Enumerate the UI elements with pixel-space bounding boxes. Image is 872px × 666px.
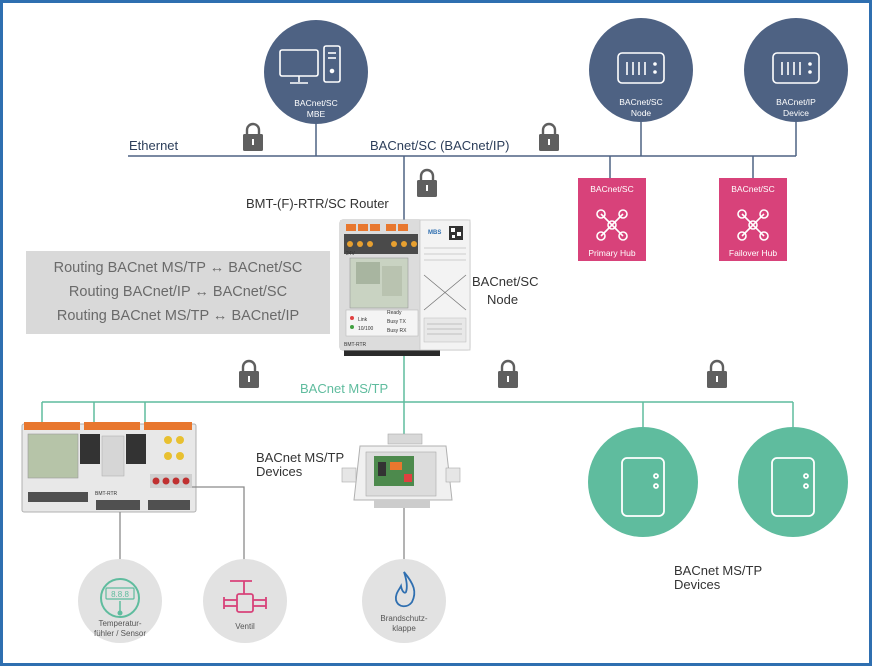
controller-device[interactable]: BMT-RTR [21, 422, 197, 513]
mstp-device-2[interactable] [738, 427, 848, 537]
mstp-devices-right-label-2: Devices [674, 577, 721, 592]
svg-text:Device: Device [783, 108, 809, 118]
svg-text:10/100: 10/100 [358, 326, 374, 332]
svg-text:Ventil: Ventil [235, 622, 255, 631]
mstp-label: BACnet MS/TP [300, 381, 388, 396]
mstp-devices-right-label-1: BACnet MS/TP [674, 563, 762, 578]
hub-failover[interactable]: BACnet/SC Failover Hub [719, 178, 787, 261]
sensor-valve[interactable]: Ventil [203, 559, 287, 643]
thermometer-icon: 8.8.8 [100, 578, 140, 618]
svg-text:BACnet/SC: BACnet/SC [590, 184, 633, 194]
lock-icon [498, 359, 518, 388]
damper-actuator-device[interactable] [341, 433, 461, 508]
ethernet-label: Ethernet [129, 138, 179, 153]
svg-text:8.8.8: 8.8.8 [111, 590, 129, 599]
bacnet-sc-ip-label: BACnet/SC (BACnet/IP) [370, 138, 509, 153]
node-bacnet-sc-node[interactable]: BACnet/SC Node [589, 18, 693, 122]
lock-icon [243, 122, 263, 151]
routing-info-box: Routing BACnet MS/TP ↔ BACnet/SC Routing… [26, 251, 330, 334]
sensor-fire-damper[interactable]: Brandschutz- klappe [362, 559, 446, 643]
computer-icon [279, 45, 341, 84]
valve-icon [223, 580, 267, 613]
svg-text:Ready: Ready [387, 310, 402, 316]
svg-text:Link: Link [358, 317, 368, 323]
node-bacnet-sc-mbe[interactable]: BACnet/SC MBE [264, 20, 368, 124]
svg-text:Node: Node [631, 108, 652, 118]
router-node-label-1: BACnet/SC [472, 274, 538, 289]
mstp-device-1[interactable] [588, 427, 698, 537]
svg-text:BMT-RTR: BMT-RTR [95, 491, 118, 497]
lock-icon [707, 359, 727, 388]
router-device[interactable]: Link 10/100 Ready Busy TX Busy RX BMT-RT… [339, 219, 471, 356]
routing-line-1: Routing BACnet MS/TP ↔ BACnet/SC [53, 260, 303, 276]
svg-text:BACnet/IP: BACnet/IP [776, 97, 816, 107]
svg-text:fühler / Sensor: fühler / Sensor [94, 629, 146, 638]
svg-text:Busy RX: Busy RX [387, 328, 407, 334]
svg-text:MBS: MBS [428, 230, 441, 236]
svg-text:Failover Hub: Failover Hub [729, 248, 777, 258]
device-icon [772, 52, 820, 84]
svg-text:BACnet/SC: BACnet/SC [294, 98, 337, 108]
svg-text:24V: 24V [346, 251, 356, 257]
routing-line-3: Routing BACnet MS/TP ↔ BACnet/IP [56, 308, 300, 324]
sensor-temperature[interactable]: 8.8.8 Temperatur- fühler / Sensor [78, 559, 162, 643]
mstp-devices-left-label-2: Devices [256, 464, 303, 479]
svg-text:BACnet/SC: BACnet/SC [619, 97, 662, 107]
mstp-devices-left-label-1: BACnet MS/TP [256, 450, 344, 465]
device-icon [621, 457, 665, 517]
svg-text:Brandschutz-: Brandschutz- [380, 614, 427, 623]
svg-text:Temperatur-: Temperatur- [98, 619, 141, 628]
svg-text:klappe: klappe [392, 624, 416, 633]
hub-icon [737, 209, 769, 241]
lock-icon [239, 359, 259, 388]
svg-text:BMT-RTR: BMT-RTR [344, 342, 367, 348]
hub-icon [596, 209, 628, 241]
node-bacnet-ip-device[interactable]: BACnet/IP Device [744, 18, 848, 122]
svg-text:Primary Hub: Primary Hub [588, 248, 636, 258]
device-icon [617, 52, 665, 84]
router-node-label-2: Node [487, 292, 518, 307]
flame-icon [394, 571, 416, 608]
router-title: BMT-(F)-RTR/SC Router [246, 196, 389, 211]
svg-text:BACnet/SC: BACnet/SC [731, 184, 774, 194]
lock-icon [417, 168, 437, 197]
routing-line-2: Routing BACnet/IP ↔ BACnet/SC [68, 284, 288, 300]
svg-text:MBE: MBE [307, 109, 326, 119]
svg-text:Busy TX: Busy TX [387, 319, 406, 325]
device-icon [771, 457, 815, 517]
hub-primary[interactable]: BACnet/SC Primary Hub [578, 178, 646, 261]
lock-icon [539, 122, 559, 151]
